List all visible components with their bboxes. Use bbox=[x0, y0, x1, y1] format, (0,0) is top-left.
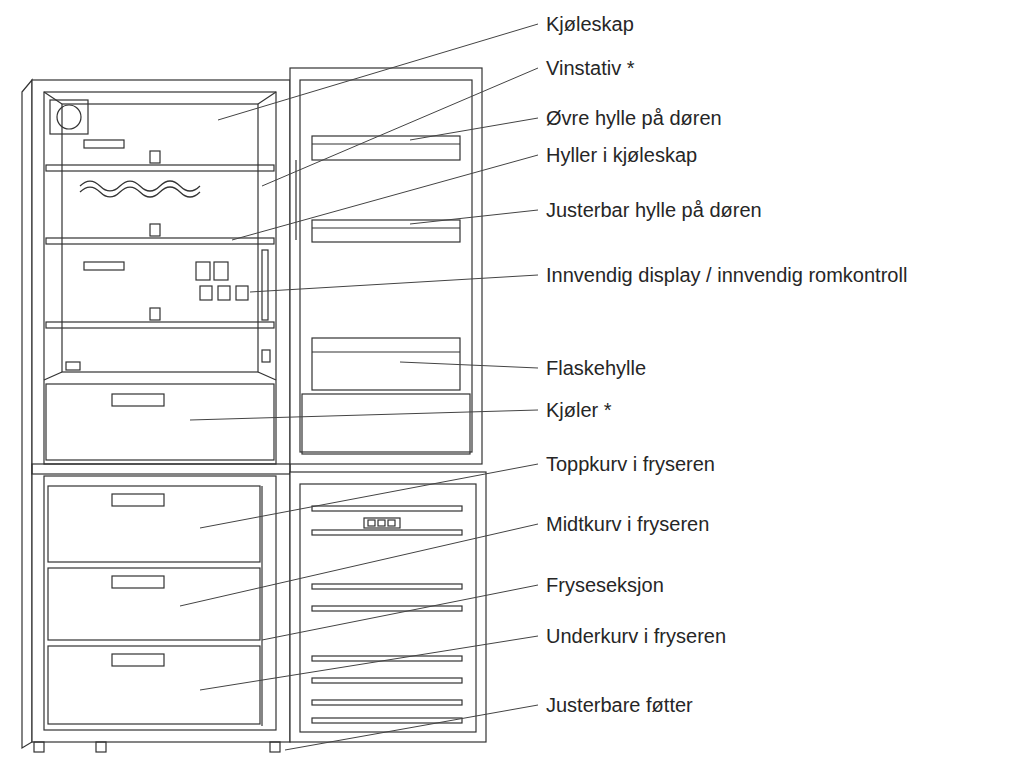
part-label: Toppkurv i fryseren bbox=[546, 452, 715, 476]
leader-line bbox=[400, 362, 538, 368]
part-label: Justerbare føtter bbox=[546, 693, 693, 717]
drawer-handle bbox=[112, 494, 164, 506]
display-digit bbox=[388, 520, 395, 526]
perspective-line bbox=[44, 372, 62, 380]
shelf-edge bbox=[312, 143, 460, 144]
display-digit bbox=[378, 520, 385, 526]
leader-line bbox=[200, 464, 538, 528]
fridge-door bbox=[290, 68, 482, 464]
door-bar bbox=[312, 506, 462, 511]
foot bbox=[96, 742, 106, 752]
part-label: Kjøleskap bbox=[546, 12, 634, 36]
display-button bbox=[236, 286, 248, 300]
leader-line bbox=[180, 524, 538, 606]
perspective-line bbox=[44, 92, 62, 104]
shelf-clip bbox=[150, 151, 160, 163]
leader-line bbox=[410, 210, 538, 224]
part-label: Vinstativ * bbox=[546, 56, 635, 80]
leader-line bbox=[262, 68, 538, 186]
perspective-line bbox=[258, 92, 276, 104]
part-label: Fryseseksjon bbox=[546, 573, 664, 597]
leader-line bbox=[250, 275, 538, 292]
drawer-handle bbox=[112, 576, 164, 588]
wine-rack bbox=[80, 187, 200, 197]
display-part bbox=[214, 262, 228, 280]
part-label: Flaskehylle bbox=[546, 356, 646, 380]
leader-line bbox=[285, 705, 538, 750]
leader-line bbox=[218, 24, 538, 120]
perspective-line bbox=[258, 372, 276, 380]
cabinet-front bbox=[32, 80, 290, 742]
door-bar bbox=[312, 606, 462, 611]
door-display bbox=[364, 518, 400, 528]
part-label: Justerbar hylle på døren bbox=[546, 198, 762, 222]
foot bbox=[270, 742, 280, 752]
part-label: Kjøler * bbox=[546, 398, 612, 422]
fridge-drawing bbox=[22, 68, 486, 752]
freezer-door-liner bbox=[300, 484, 476, 732]
part-label: Øvre hylle på døren bbox=[546, 106, 722, 130]
door-bar bbox=[312, 530, 462, 535]
shelf-edge bbox=[312, 227, 460, 228]
drawer-handle bbox=[112, 654, 164, 666]
back-wall-vent bbox=[84, 262, 124, 270]
drawer-handle bbox=[112, 394, 164, 406]
leader-line bbox=[190, 410, 538, 420]
display-digit bbox=[368, 520, 375, 526]
display-button bbox=[200, 286, 212, 300]
back-wall-vent bbox=[84, 140, 124, 148]
display-part bbox=[196, 262, 210, 280]
door-shelf bbox=[312, 136, 460, 160]
freezer-opening bbox=[44, 476, 276, 730]
glass-shelf bbox=[46, 165, 274, 171]
part-label: Innvendig display / innvendig romkontrol… bbox=[546, 263, 907, 287]
switch bbox=[262, 350, 270, 362]
door-liner bbox=[300, 80, 472, 452]
light-strip bbox=[262, 250, 268, 320]
door-bar bbox=[312, 678, 462, 683]
fan bbox=[57, 105, 81, 129]
cabinet-side bbox=[22, 80, 32, 748]
door-shelf bbox=[312, 220, 460, 242]
foot bbox=[34, 742, 44, 752]
door-bar bbox=[312, 584, 462, 589]
leader-lines bbox=[180, 24, 538, 750]
leader-line bbox=[410, 118, 538, 140]
fan-housing bbox=[50, 100, 88, 134]
leader-line bbox=[232, 155, 538, 240]
fridge-opening bbox=[44, 92, 276, 464]
divider bbox=[32, 464, 290, 474]
shelf-clip bbox=[150, 224, 160, 236]
door-lower-panel bbox=[302, 394, 470, 454]
freezer-door bbox=[290, 472, 486, 742]
crisper-drawer bbox=[46, 384, 274, 460]
part-label: Midtkurv i fryseren bbox=[546, 512, 709, 536]
door-bar bbox=[312, 700, 462, 705]
freezer-drawer bbox=[48, 486, 260, 562]
shelf-edge bbox=[312, 351, 460, 352]
leader-line bbox=[200, 636, 538, 690]
part-label: Underkurv i fryseren bbox=[546, 624, 726, 648]
display-button bbox=[218, 286, 230, 300]
shelf-clip bbox=[150, 308, 160, 320]
sensor bbox=[66, 362, 80, 370]
glass-shelf bbox=[46, 238, 274, 244]
glass-shelf bbox=[46, 322, 274, 328]
freezer-rail bbox=[261, 486, 262, 726]
freezer-drawer bbox=[48, 568, 260, 640]
part-label: Hyller i kjøleskap bbox=[546, 143, 697, 167]
leader-line bbox=[262, 585, 538, 640]
